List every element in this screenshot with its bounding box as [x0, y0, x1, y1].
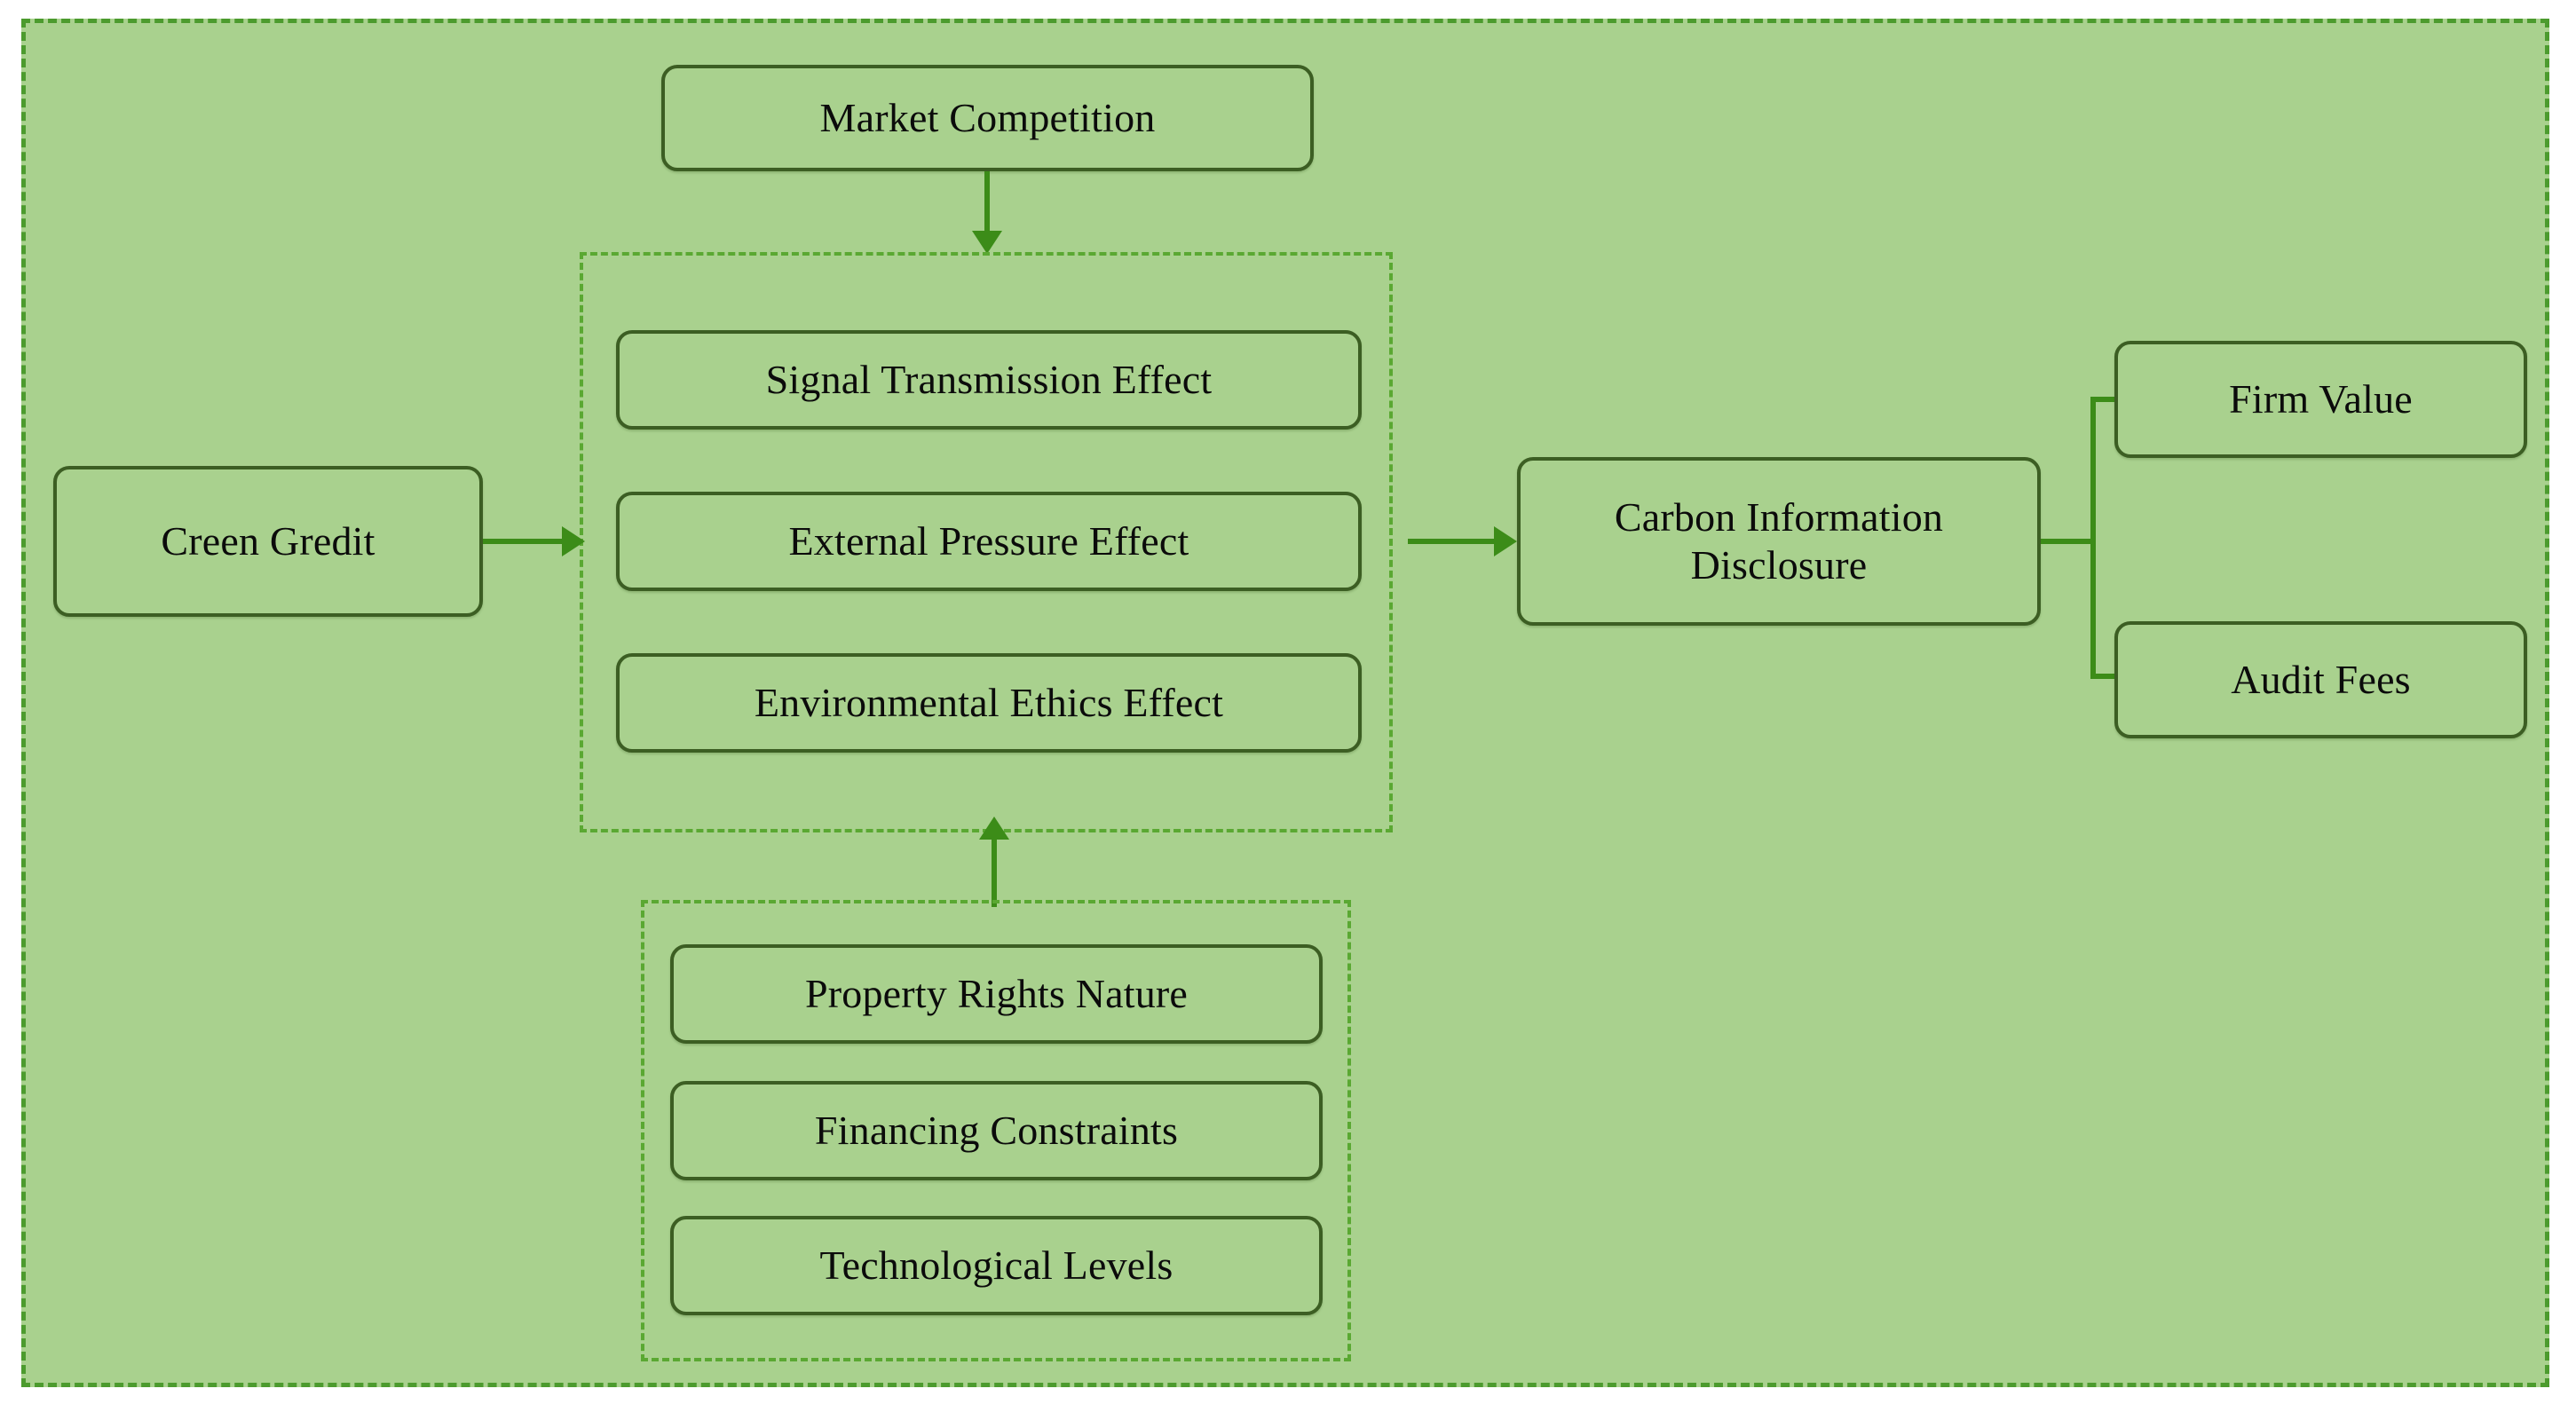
node-green-credit[interactable]: Creen Gredit [53, 466, 483, 617]
edge-moderators-to-mechanisms-line [992, 838, 997, 907]
edge-market-to-mechanisms-line [984, 171, 990, 233]
node-carbon-information-disclosure[interactable]: Carbon Information Disclosure [1517, 457, 2041, 626]
edge-mechanisms-to-cid-line [1408, 539, 1497, 544]
node-environmental-ethics-effect-label: Environmental Ethics Effect [754, 679, 1224, 725]
node-external-pressure-effect[interactable]: External Pressure Effect [616, 492, 1362, 591]
node-carbon-information-disclosure-line1: Carbon Information [1614, 493, 1944, 540]
node-property-rights-nature-label: Property Rights Nature [804, 970, 1189, 1016]
node-technological-levels-label: Technological Levels [819, 1242, 1173, 1288]
node-financing-constraints-label: Financing Constraints [814, 1107, 1179, 1153]
node-firm-value-label: Firm Value [2229, 375, 2413, 422]
node-external-pressure-effect-label: External Pressure Effect [788, 517, 1189, 564]
node-environmental-ethics-effect[interactable]: Environmental Ethics Effect [616, 653, 1362, 753]
node-audit-fees-label: Audit Fees [2231, 656, 2411, 702]
edge-mechanisms-to-cid-arrowhead [1494, 526, 1517, 556]
node-carbon-information-disclosure-line2: Disclosure [1690, 542, 1868, 588]
node-market-competition-label: Market Competition [819, 94, 1156, 140]
node-financing-constraints[interactable]: Financing Constraints [670, 1081, 1323, 1180]
edge-moderators-to-mechanisms-arrowhead [979, 816, 1009, 840]
edge-cid-fork-stub [2041, 539, 2096, 544]
node-audit-fees[interactable]: Audit Fees [2114, 621, 2527, 738]
node-technological-levels[interactable]: Technological Levels [670, 1216, 1323, 1315]
node-signal-transmission-effect[interactable]: Signal Transmission Effect [616, 330, 1362, 430]
edge-market-to-mechanisms-arrowhead [972, 231, 1002, 254]
node-market-competition[interactable]: Market Competition [661, 65, 1314, 171]
edge-cid-fork-trunk [2090, 397, 2096, 679]
group-moderators [641, 900, 1351, 1361]
node-firm-value[interactable]: Firm Value [2114, 341, 2527, 458]
node-signal-transmission-effect-label: Signal Transmission Effect [765, 356, 1213, 402]
edge-credit-to-mechanisms-arrowhead [562, 526, 585, 556]
node-property-rights-nature[interactable]: Property Rights Nature [670, 944, 1323, 1044]
node-green-credit-label: Creen Gredit [161, 517, 375, 564]
edge-credit-to-mechanisms-line [483, 539, 565, 544]
